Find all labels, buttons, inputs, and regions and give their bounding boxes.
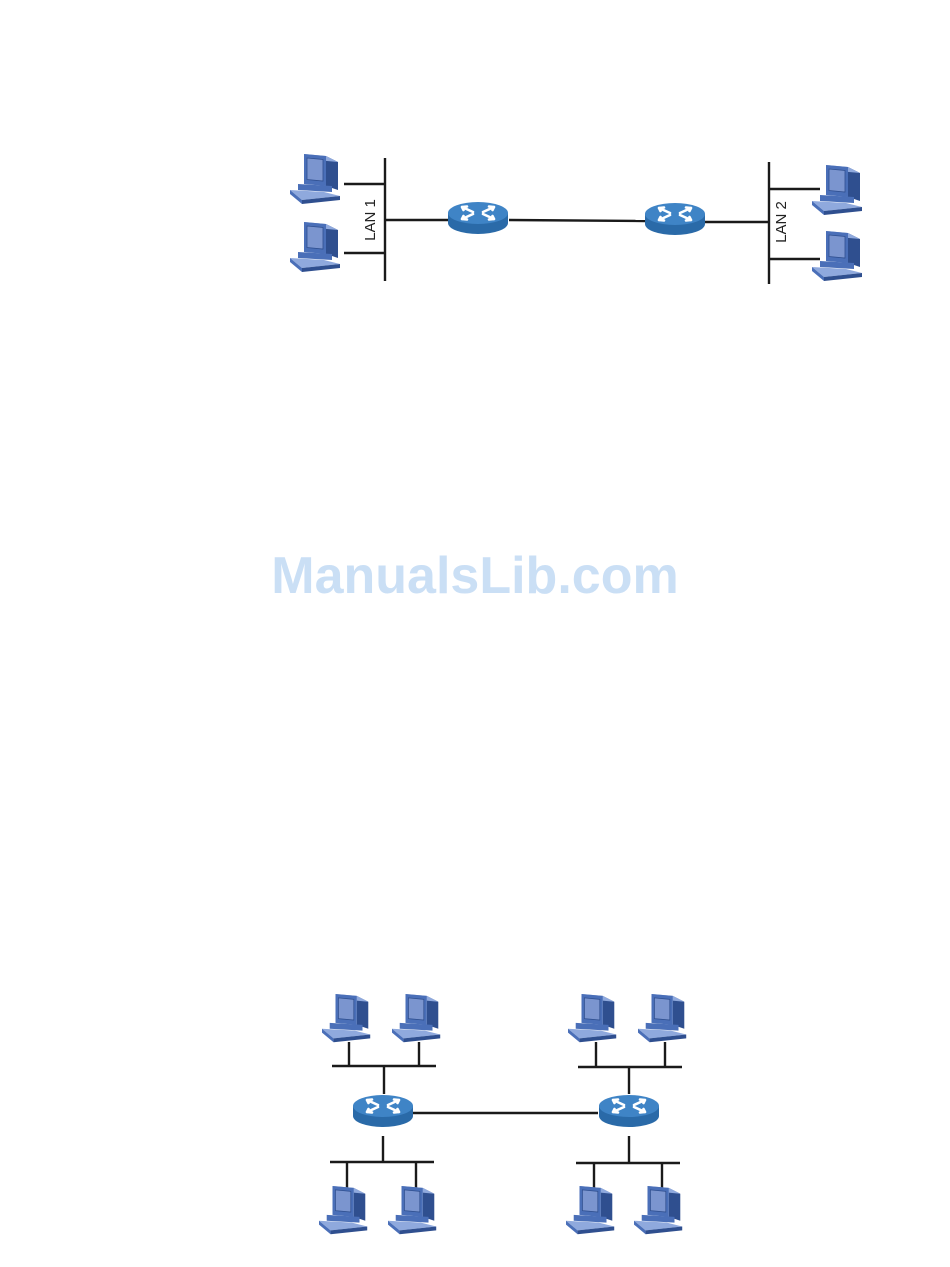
router1-to-router2	[509, 220, 645, 221]
router-label: ROUTER	[617, 1129, 640, 1135]
computer-icon	[290, 154, 340, 204]
router-label: ROUTER	[466, 236, 489, 242]
top-diagram: LAN 1 LAN 2 ROUTER ROUTER	[290, 154, 862, 284]
router-label: ROUTER	[663, 237, 686, 243]
computer-icon	[566, 1186, 614, 1234]
computer-icon	[568, 994, 616, 1042]
computer-icon	[322, 994, 370, 1042]
computer-icon	[812, 231, 862, 281]
computer-icon	[392, 994, 440, 1042]
computer-icon	[319, 1186, 367, 1234]
lan2-label: LAN 2	[773, 201, 790, 243]
router-icon: ROUTER	[599, 1095, 659, 1135]
router-icon: ROUTER	[353, 1095, 413, 1135]
bottom-diagram: ROUTER ROUTER	[319, 994, 686, 1234]
top-connections	[344, 158, 820, 284]
computer-icon	[388, 1186, 436, 1234]
computer-icon	[290, 222, 340, 272]
router-icon: ROUTER	[448, 202, 508, 242]
computer-icon	[638, 994, 686, 1042]
router-label: ROUTER	[371, 1129, 394, 1135]
lan1-label: LAN 1	[362, 199, 379, 241]
computer-icon	[634, 1186, 682, 1234]
router-icon: ROUTER	[645, 203, 705, 243]
